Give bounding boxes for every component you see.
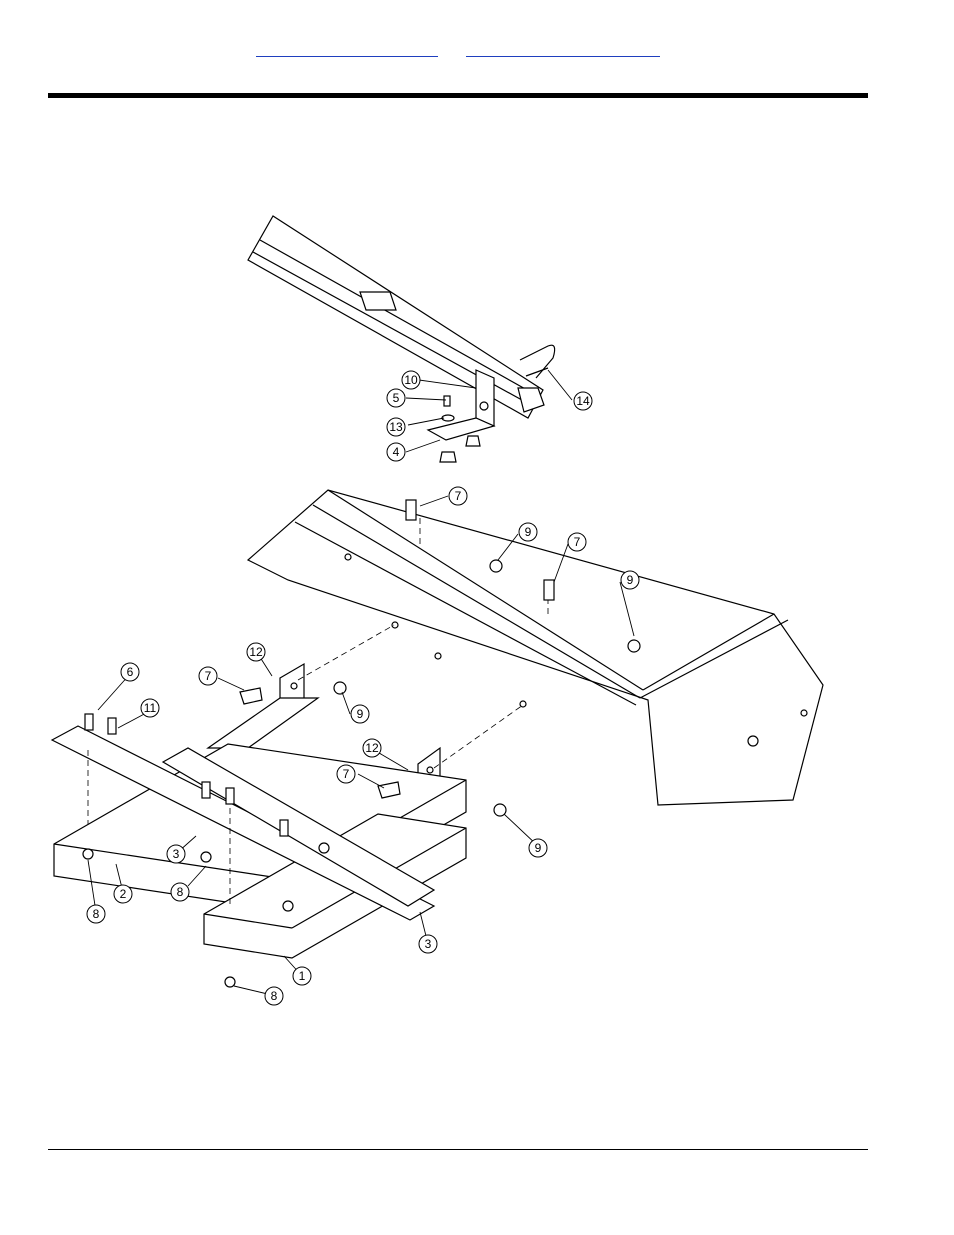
- callout-9c: 9: [351, 705, 369, 723]
- callout-12b-label: 12: [365, 741, 379, 755]
- callout-14: 14: [574, 392, 592, 410]
- parts-diagram: 1 2 3 3 4 5 6 7 7 7 7 8 8 8 9 9 9 9 10 1…: [48, 200, 848, 1020]
- callout-8c: 8: [265, 987, 283, 1005]
- callout-11-label: 11: [144, 701, 157, 715]
- callout-8a-label: 8: [93, 907, 100, 921]
- callout-3a: 3: [167, 845, 185, 863]
- callout-10-label: 10: [404, 373, 418, 387]
- callout-3b: 3: [419, 935, 437, 953]
- callout-8c-label: 8: [271, 989, 278, 1003]
- mount-plate-left: [208, 664, 318, 748]
- callout-5-label: 5: [393, 391, 400, 405]
- callout-4: 4: [387, 443, 405, 461]
- callout-1-label: 1: [299, 969, 306, 983]
- callout-3a-label: 3: [173, 847, 180, 861]
- callout-6-label: 6: [127, 665, 134, 679]
- callout-1: 1: [293, 967, 311, 985]
- callout-10: 10: [402, 371, 420, 389]
- callout-9c-label: 9: [357, 707, 364, 721]
- callout-12b: 12: [363, 739, 381, 757]
- header-link-1[interactable]: [256, 40, 438, 57]
- callout-7d-label: 7: [343, 767, 350, 781]
- callout-6: 6: [121, 663, 139, 681]
- callout-14-label: 14: [576, 394, 590, 408]
- callout-7d: 7: [337, 765, 355, 783]
- callout-13-label: 13: [389, 420, 403, 434]
- callout-7a-label: 7: [455, 489, 462, 503]
- callout-11: 11: [141, 699, 159, 717]
- callout-9d-label: 9: [535, 841, 542, 855]
- callout-9d: 9: [529, 839, 547, 857]
- callout-7c: 7: [199, 667, 217, 685]
- header-rule: [48, 93, 868, 98]
- toolbar-tube: [248, 216, 544, 418]
- callout-7a: 7: [449, 487, 467, 505]
- callout-8b-label: 8: [177, 885, 184, 899]
- callout-8b: 8: [171, 883, 189, 901]
- callout-7c-label: 7: [205, 669, 212, 683]
- callout-8a: 8: [87, 905, 105, 923]
- callout-12a-label: 12: [249, 645, 263, 659]
- footer-rule: [48, 1149, 868, 1150]
- callout-9a-label: 9: [525, 525, 532, 539]
- callout-2: 2: [114, 885, 132, 903]
- callout-9a: 9: [519, 523, 537, 541]
- callout-7b-label: 7: [574, 535, 581, 549]
- header-link-2[interactable]: [466, 40, 660, 57]
- callout-9b-label: 9: [627, 573, 634, 587]
- callout-7b: 7: [568, 533, 586, 551]
- callout-5: 5: [387, 389, 405, 407]
- callout-4-label: 4: [393, 445, 400, 459]
- callout-12a: 12: [247, 643, 265, 661]
- callout-9b: 9: [621, 571, 639, 589]
- callout-3b-label: 3: [425, 937, 432, 951]
- u-bolt: [520, 345, 555, 378]
- callout-13: 13: [387, 418, 405, 436]
- callout-2-label: 2: [120, 887, 127, 901]
